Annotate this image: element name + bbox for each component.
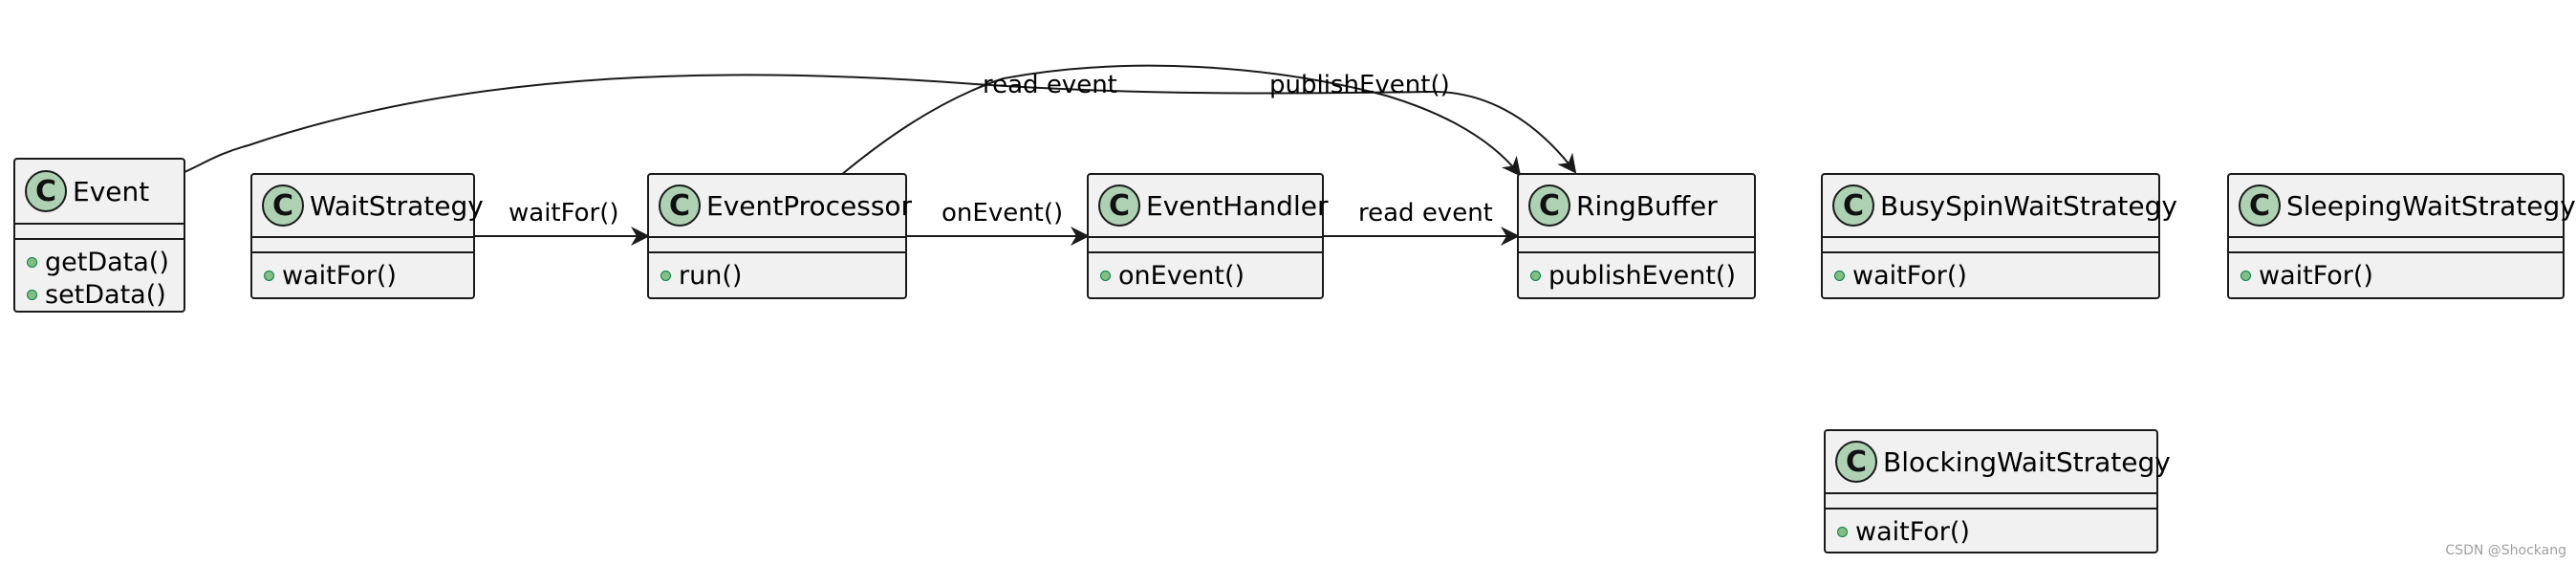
class-name: WaitStrategy [310, 189, 484, 222]
public-method-icon [264, 270, 274, 281]
public-method-icon [1530, 270, 1541, 281]
edge-label-read-event-processor: read event [983, 71, 1117, 99]
watermark: CSDN @Shockang [2445, 543, 2566, 558]
class-name: RingBuffer [1576, 189, 1718, 222]
public-method-icon [27, 256, 37, 268]
class-name: BlockingWaitStrategy [1883, 445, 2171, 478]
operation-item: onEvent() [1100, 259, 1322, 292]
operation-item: waitFor() [1834, 259, 2158, 292]
public-method-icon [1834, 270, 1845, 281]
public-method-icon [1100, 270, 1111, 281]
edge-label-read-event-handler: read event [1358, 199, 1493, 228]
class-badge-icon: C [1098, 184, 1140, 227]
public-method-icon [2240, 270, 2251, 281]
edge-eventprocessor-ringbuffer [840, 64, 1522, 177]
class-name: SleepingWaitStrategy [2286, 189, 2576, 222]
class-badge-icon: C [262, 184, 304, 227]
edge-event-ringbuffer [184, 74, 1577, 174]
class-name: Event [73, 175, 150, 207]
class-badge-icon: C [659, 184, 701, 227]
public-method-icon [27, 289, 37, 300]
class-badge-icon: C [1528, 184, 1570, 227]
class-name: BusySpinWaitStrategy [1880, 189, 2177, 222]
edge-label-on-event: onEvent() [942, 199, 1064, 228]
class-name: EventProcessor [706, 189, 913, 222]
operation-item: waitFor() [264, 259, 473, 292]
class-badge-icon: C [25, 170, 67, 212]
operation-item: waitFor() [2240, 259, 2563, 292]
operation-item: run() [660, 259, 905, 292]
class-badge-icon: C [1835, 441, 1877, 483]
operation-item: setData() [27, 278, 184, 311]
class-badge-icon: C [1832, 184, 1874, 227]
edge-label-publish-event: publishEvent() [1269, 71, 1450, 99]
operation-item: waitFor() [1837, 515, 2156, 548]
edge-label-wait-for: waitFor() [509, 199, 619, 228]
class-name: EventHandler [1146, 189, 1329, 222]
operation-item: publishEvent() [1530, 259, 1754, 292]
public-method-icon [1837, 526, 1848, 537]
public-method-icon [660, 270, 671, 281]
class-badge-icon: C [2239, 184, 2281, 227]
operation-item: getData() [27, 246, 184, 278]
